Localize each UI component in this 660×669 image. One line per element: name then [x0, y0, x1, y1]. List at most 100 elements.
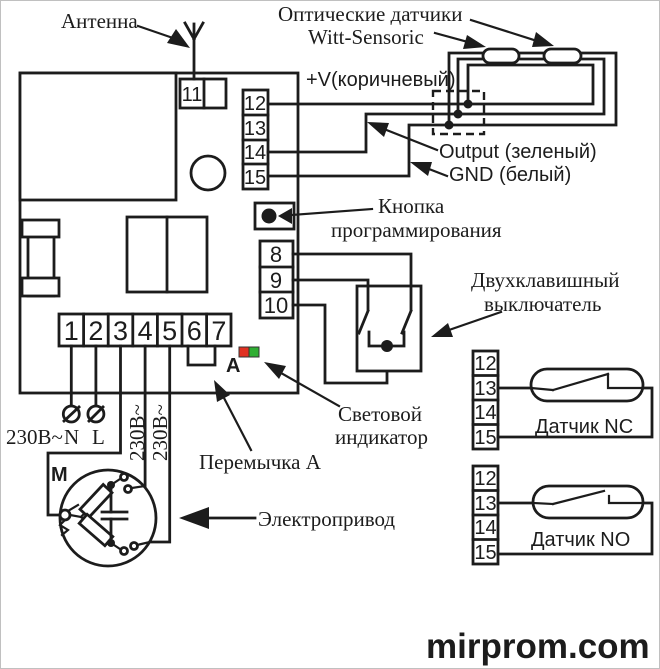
sensor-no-label: Датчик NO [531, 529, 630, 551]
jumper-a-loop [186, 344, 217, 367]
mains-input: 230В~ N L [6, 344, 106, 449]
optical-sensor-1 [481, 47, 521, 65]
led-indicator [238, 346, 260, 358]
wire-9 [291, 278, 370, 288]
sensor-wire-loops [447, 51, 618, 127]
optical-sensors-label-1: Оптические датчики [278, 2, 462, 26]
terminal-14: 14 [244, 142, 266, 164]
sensor-arrow-icon [532, 32, 554, 47]
terminal-7: 7 [211, 316, 226, 346]
wire-output [266, 112, 460, 154]
terminal-3: 3 [113, 316, 128, 346]
led-indicator-callout: Световой индикатор [264, 362, 428, 449]
no-contact [531, 489, 645, 506]
motor-internals [58, 472, 152, 556]
terminal-1: 1 [64, 316, 79, 346]
gnd-arrow-icon [410, 162, 432, 176]
terminal-10: 10 [264, 293, 288, 318]
mains-n-label: N [64, 425, 79, 449]
nc-terminal-14: 14 [474, 402, 496, 424]
sensor-arrow-icon [463, 35, 486, 49]
terminal-8: 8 [270, 242, 282, 267]
two-key-switch-section: Двухклавишный выключатель [291, 252, 619, 385]
antenna: Антенна [61, 9, 205, 81]
mains-l-label: L [92, 425, 105, 449]
mains-voltage-label: 230В~ [6, 425, 63, 449]
vplus-label: +V(коричневый) [306, 69, 456, 91]
optical-sensor-2 [542, 47, 583, 65]
round-component [189, 154, 227, 192]
electric-drive-arrow-icon [179, 507, 209, 529]
terminal-strip-8-10: 8 9 10 [258, 239, 295, 320]
no-terminal-14: 14 [474, 517, 496, 539]
wire-8 [291, 252, 413, 288]
motor-m-label: М [51, 464, 68, 486]
light-indicator-label-2: индикатор [335, 425, 428, 449]
wire-motor-2 [148, 344, 172, 544]
led-red [238, 346, 250, 358]
nc-terminal-12: 12 [474, 353, 496, 375]
no-terminal-12: 12 [474, 468, 496, 490]
programming-button-callout: Кнопка программирования [290, 194, 502, 242]
terminal-strip-11: 11 [178, 77, 228, 110]
led-arrow-icon [264, 362, 286, 379]
junction-dot [453, 109, 463, 119]
terminal-13: 13 [244, 118, 266, 140]
light-indicator-label-1: Световой [338, 402, 422, 426]
optical-sensors-section: Оптические датчики Witt-Sensoric +V(кори… [266, 2, 618, 186]
switch-contacts [357, 284, 413, 352]
button-dot-icon [261, 208, 277, 224]
terminal-15: 15 [244, 167, 266, 189]
button-arrow-icon [278, 208, 292, 224]
electric-drive-section: 230В~ 230В~ М [46, 344, 395, 568]
jumper-a-callout: Перемычка А [199, 380, 322, 474]
switch-arrow-icon [431, 323, 453, 337]
antenna-label: Антенна [61, 9, 138, 33]
wire-gnd [266, 123, 451, 178]
terminal-11-label: 11 [182, 84, 203, 106]
junction-dot [444, 120, 454, 130]
no-terminal-15: 15 [474, 542, 496, 564]
two-key-switch-label-2: выключатель [484, 292, 602, 316]
output-label: Output (зеленый) [439, 141, 597, 163]
output-arrow-icon [367, 122, 389, 137]
programming-button [253, 201, 296, 231]
antenna-arrow-icon [167, 29, 190, 48]
jumper-arrow-icon [214, 380, 230, 402]
motor-voltage-label-1: 230В~ [125, 404, 149, 461]
jumper-a-mark: А [226, 355, 240, 377]
nc-sensor-body [529, 367, 645, 403]
prog-button-label-1: Кнопка [378, 194, 445, 218]
terminal-12: 12 [244, 93, 266, 115]
gnd-label: GND (белый) [449, 164, 571, 186]
wire-motor-common [46, 344, 122, 517]
junction-dashed-box [431, 89, 486, 136]
nc-contact [529, 372, 645, 392]
terminal-6: 6 [187, 316, 202, 346]
transformer-block [18, 71, 178, 202]
watermark: mirprom.com [426, 627, 650, 666]
sensor-no-module: 12 13 14 15 Датчик NO [471, 464, 654, 566]
terminal-2: 2 [88, 316, 103, 346]
optical-sensors-label-2: Witt-Sensoric [308, 25, 424, 49]
two-key-switch-label-1: Двухклавишный [471, 268, 619, 292]
jumper-a-label: Перемычка А [199, 450, 322, 474]
nc-terminal-15: 15 [474, 427, 496, 449]
nc-terminal-13: 13 [474, 378, 496, 400]
prog-button-label-2: программирования [331, 218, 502, 242]
relay-block [125, 215, 209, 294]
terminal-5: 5 [162, 316, 177, 346]
terminal-9: 9 [270, 268, 282, 293]
terminal-strip-12-15: 12 13 14 15 [241, 88, 270, 191]
sensor-nc-module: 12 13 14 15 Датчик NC [471, 349, 654, 451]
no-terminal-13: 13 [474, 493, 496, 515]
terminal-4: 4 [138, 316, 153, 346]
fuse [20, 218, 61, 298]
terminal-strip-1-7: 1 2 3 4 5 6 7 [57, 312, 233, 348]
controller-board: 11 12 13 14 15 8 9 10 [18, 71, 300, 395]
sensor-nc-label: Датчик NC [535, 416, 633, 438]
electric-drive-label: Электропривод [258, 507, 395, 531]
led-green [248, 346, 260, 358]
